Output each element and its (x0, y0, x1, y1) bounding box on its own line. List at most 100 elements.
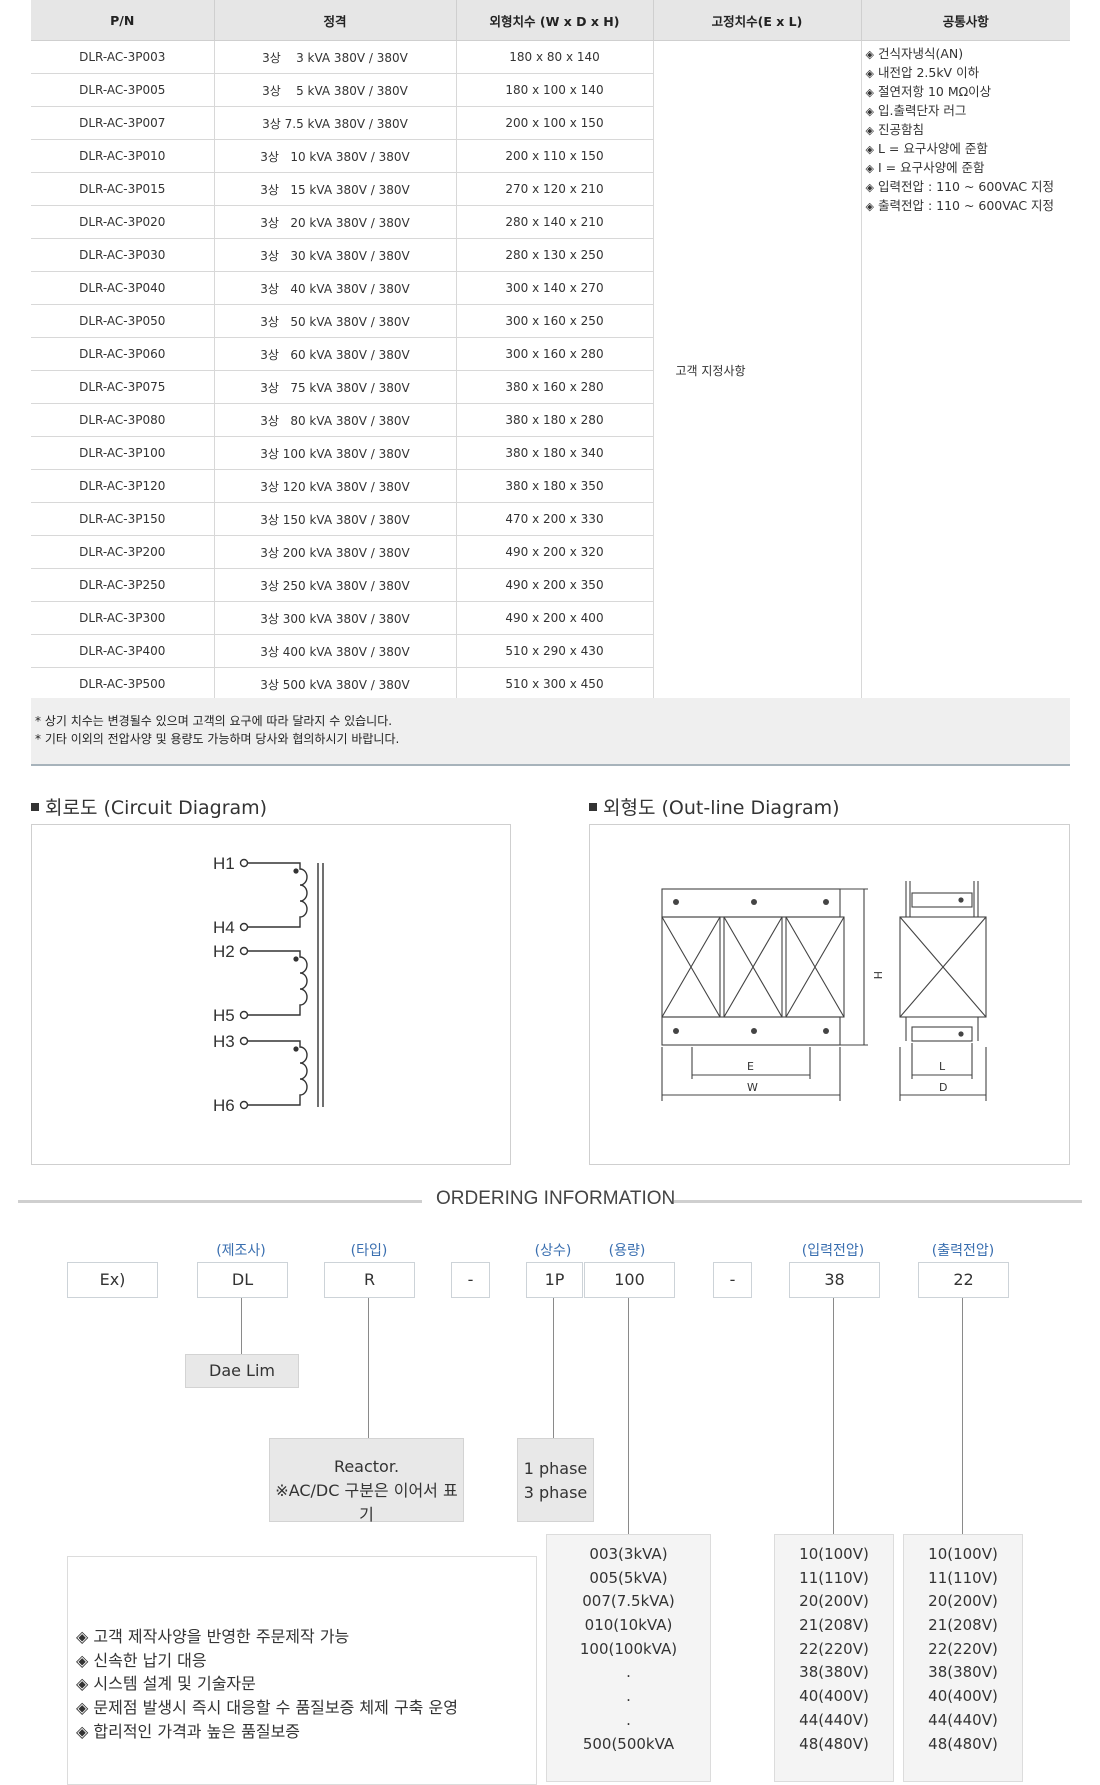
cell-pn: DLR-AC-3P005 (31, 73, 215, 107)
cell-pn: DLR-AC-3P100 (31, 436, 215, 470)
output-voltage-option: 11(110V) (928, 1568, 998, 1587)
note-line: * 기타 이외의 전압사양 및 용량도 가능하며 당사와 협의하시기 바랍니다. (35, 732, 400, 746)
common-spec-text: I = 요구사양에 준함 (877, 160, 985, 175)
common-spec-item: ◈입.출력단자 러그 (866, 102, 1071, 121)
cell-dims: 380 x 180 x 280 (456, 403, 654, 437)
coil-winding-1 (247, 862, 308, 928)
input-voltage-option: 44(440V) (799, 1710, 869, 1729)
front-coil-3 (785, 916, 845, 1018)
diamond-bullet-icon: ◈ (865, 162, 874, 175)
side-top-bracket (911, 892, 973, 908)
divider (18, 1200, 422, 1203)
header-pn: P/N (31, 0, 215, 41)
cell-pn: DLR-AC-3P120 (31, 469, 215, 503)
terminal-dot (239, 1036, 249, 1046)
code-phase: 1P (526, 1262, 583, 1298)
label-phase: (상수) (534, 1243, 572, 1259)
bolt-hole (673, 899, 679, 905)
capacity-option: 005(5kVA) (589, 1568, 668, 1587)
bolt-hole (958, 1031, 964, 1037)
common-spec-text: 입.출력단자 러그 (877, 103, 967, 118)
cell-rating: 3상 30 kVA 380V / 380V (214, 238, 457, 272)
terminal-dot (239, 946, 249, 956)
terminal-dot (239, 1010, 249, 1020)
common-spec-item: ◈건식자냉식(AN) (866, 45, 1071, 64)
output-voltage-option: 40(400V) (928, 1687, 998, 1706)
cell-pn: DLR-AC-3P003 (31, 40, 215, 74)
common-spec-item: ◈진공함침 (866, 121, 1071, 140)
connector-line (553, 1298, 554, 1438)
common-spec-text: 내전압 2.5kV 이하 (877, 65, 980, 80)
output-voltage-option: 48(480V) (928, 1734, 998, 1753)
note-line: * 상기 치수는 변경될수 있으며 고객의 요구에 따라 달라지 수 있습니다. (35, 714, 393, 728)
diamond-bullet-icon: ◈ (865, 67, 874, 80)
capacity-option: . (626, 1687, 631, 1706)
cell-pn: DLR-AC-3P010 (31, 139, 215, 173)
cell-pn: DLR-AC-3P500 (31, 667, 215, 701)
common-spec-text: 입력전압 : 110 ~ 600VAC 지정 (877, 179, 1055, 194)
label-capacity: (용량) (608, 1243, 646, 1259)
terminal-label: H5 (213, 1006, 235, 1025)
terminal-dot (239, 858, 249, 868)
connector-line (368, 1298, 369, 1438)
cell-dims: 510 x 300 x 450 (456, 667, 654, 701)
cell-pn: DLR-AC-3P007 (31, 106, 215, 140)
code-dash: - (713, 1262, 752, 1298)
diamond-bullet-icon: ◈ (865, 124, 874, 137)
cell-dims: 280 x 130 x 250 (456, 238, 654, 272)
bullet-square-icon (31, 803, 39, 811)
cell-dims: 380 x 180 x 350 (456, 469, 654, 503)
cell-pn: DLR-AC-3P300 (31, 601, 215, 635)
common-spec-item: ◈입력전압 : 110 ~ 600VAC 지정 (866, 178, 1071, 197)
dim-label-w: W (747, 1081, 758, 1094)
header-rating: 정격 (214, 0, 457, 41)
common-spec-text: 진공함침 (877, 122, 924, 137)
bullet-square-icon (589, 803, 597, 811)
cell-dims: 270 x 120 x 210 (456, 172, 654, 206)
cell-rating: 3상 500 kVA 380V / 380V (214, 667, 457, 701)
coil-winding-2 (247, 950, 308, 1016)
cell-dims: 300 x 160 x 250 (456, 304, 654, 338)
ordering-title-bar: ORDERING INFORMATION (0, 1188, 1100, 1210)
cell-rating: 3상 5 kVA 380V / 380V (214, 73, 457, 107)
polarity-dot (293, 1046, 299, 1052)
front-coil-1 (661, 916, 721, 1018)
cell-dims: 280 x 140 x 210 (456, 205, 654, 239)
label-type: (타입) (350, 1243, 388, 1259)
diamond-bullet-icon: ◈ (865, 181, 874, 194)
feature-item: ◈ 신속한 납기 대응 (76, 1651, 207, 1670)
cell-pn: DLR-AC-3P080 (31, 403, 215, 437)
circuit-diagram-panel: H1 H4 H2 H5 H3 H6 (31, 824, 511, 1165)
features-box: ◈ 고객 제작사양을 반영한 주문제작 가능 ◈ 신속한 납기 대응 ◈ 시스템… (67, 1556, 537, 1785)
cell-dims: 490 x 200 x 350 (456, 568, 654, 602)
cell-dims: 180 x 80 x 140 (456, 40, 654, 74)
spec-table: P/N 정격 외형치수 (W x D x H) 고정치수(E x L) 공통사항… (31, 0, 1070, 701)
feature-item: ◈ 시스템 설계 및 기술자문 (76, 1674, 256, 1693)
outline-diagram-title: 외형도 (Out-line Diagram) (589, 793, 840, 820)
dim-label-d: D (939, 1081, 947, 1094)
code-dash: - (451, 1262, 490, 1298)
header-common: 공통사항 (861, 0, 1070, 41)
cell-dims: 300 x 140 x 270 (456, 271, 654, 305)
cell-pn: DLR-AC-3P040 (31, 271, 215, 305)
bolt-hole (751, 1028, 757, 1034)
terminal-label: H3 (213, 1032, 235, 1051)
outline-diagram-panel: E W H L D (589, 824, 1070, 1165)
cell-pn: DLR-AC-3P400 (31, 634, 215, 668)
bolt-hole (958, 897, 964, 903)
input-voltage-option: 48(480V) (799, 1734, 869, 1753)
table-header-row: P/N 정격 외형치수 (W x D x H) 고정치수(E x L) 공통사항 (31, 0, 1070, 41)
